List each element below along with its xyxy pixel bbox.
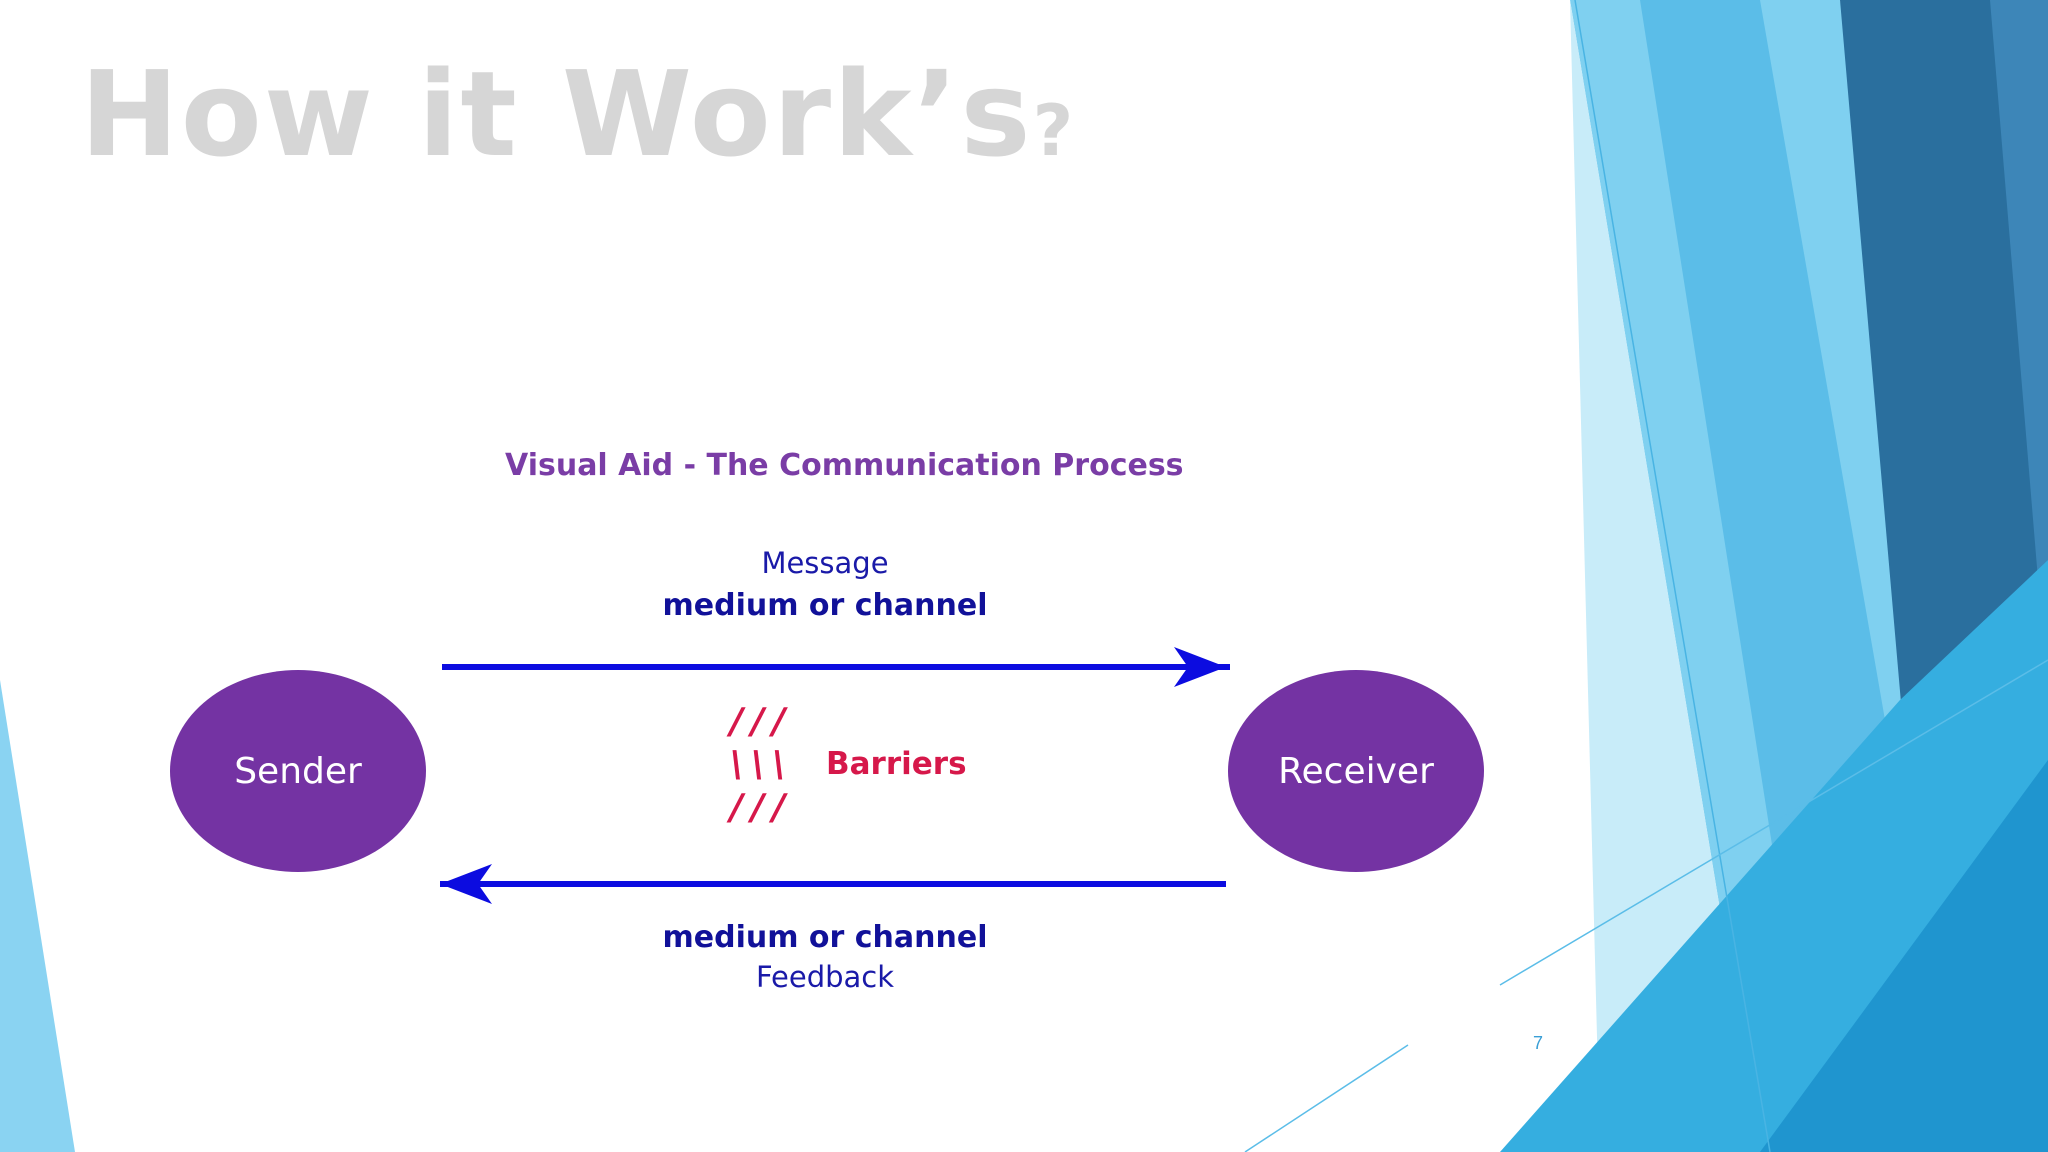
sender-label: Sender (234, 750, 362, 792)
top-channel-label: medium or channel (662, 588, 988, 623)
right-pale-panel (1570, 0, 1760, 1152)
top-message-label: Message (761, 546, 889, 580)
slide-title-question-mark: ? (1032, 90, 1074, 172)
barrier-marks: /// \\\ /// (730, 700, 820, 829)
slide-title-text: How it Work’s (80, 45, 1033, 183)
barrier-marks-row-3: /// (730, 787, 794, 828)
diagram-title: Visual Aid - The Communication Process (505, 448, 1184, 483)
communication-process-diagram: Visual Aid - The Communication Process M… (150, 430, 1510, 1030)
thin-line-1 (1574, 0, 1771, 1152)
bottom-channel-label: medium or channel (662, 920, 988, 955)
thin-line-2 (1499, 659, 2048, 986)
right-mid-panel (1990, 0, 2048, 700)
sender-node: Sender (170, 670, 426, 872)
bottom-right-deep-triangle (1760, 760, 2048, 1152)
receiver-label: Receiver (1278, 750, 1434, 792)
diagram-arrows (440, 647, 1230, 904)
left-edge-triangle (0, 680, 75, 1152)
slide-title: How it Work’s? (80, 49, 1074, 180)
barriers-label: Barriers (826, 746, 967, 782)
message-arrow-tip (1174, 647, 1226, 687)
barrier-marks-row-1: /// (730, 701, 794, 742)
page-number: 7 (1532, 1033, 1543, 1053)
receiver-node: Receiver (1228, 670, 1484, 872)
barrier-marks-row-2: \\\ (730, 744, 794, 785)
feedback-label: Feedback (755, 960, 895, 994)
thin-line-3 (1244, 1044, 1409, 1152)
feedback-arrow-tip (440, 864, 492, 904)
